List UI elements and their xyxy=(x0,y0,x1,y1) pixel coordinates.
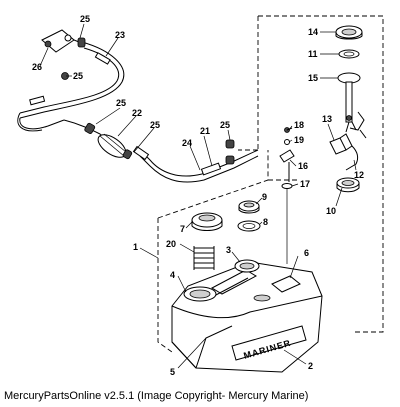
hose-sleeve xyxy=(94,52,111,65)
callout-25: 25 xyxy=(150,120,160,130)
tank-dashed-box xyxy=(157,150,300,353)
callout-7: 7 xyxy=(180,224,185,234)
callout-6: 6 xyxy=(304,248,309,258)
fuel-tank-exploded-diagram: MARINER 25 23 26 xyxy=(17,14,384,377)
callout-5: 5 xyxy=(170,367,175,377)
hose-sleeve xyxy=(200,162,222,176)
primer-bulb-22 xyxy=(84,122,133,160)
float-arm-12 xyxy=(345,129,367,171)
callout-10: 10 xyxy=(326,206,336,216)
callout-9: 9 xyxy=(262,192,267,202)
upper-right-dashed-box xyxy=(238,15,384,333)
callout-17: 17 xyxy=(300,179,310,189)
callout-4: 4 xyxy=(170,270,175,280)
fill-cap-7 xyxy=(191,212,223,231)
hose-sleeve xyxy=(132,145,150,161)
gauge-ring-14 xyxy=(335,25,363,40)
callout-11: 11 xyxy=(308,49,318,59)
hose-clamp-25-top xyxy=(77,37,86,48)
hose-clamp-25-right xyxy=(225,139,235,165)
fitting-16 xyxy=(279,149,295,182)
callout-8: 8 xyxy=(263,217,268,227)
callout-12: 12 xyxy=(354,170,364,180)
callout-25: 25 xyxy=(220,120,230,130)
fuel-hose-23 xyxy=(19,41,125,119)
o-ring-17 xyxy=(281,183,293,264)
callout-15: 15 xyxy=(308,73,318,83)
screw-18 xyxy=(284,127,293,133)
callout-21: 21 xyxy=(200,126,210,136)
callout-19: 19 xyxy=(294,135,304,145)
callout-14: 14 xyxy=(308,27,318,37)
float-13 xyxy=(329,133,353,155)
callout-25: 25 xyxy=(80,14,90,24)
callouts: 25 23 26 25 25 22 25 21 25 24 14 11 15 1… xyxy=(32,14,364,377)
spring-20 xyxy=(193,246,215,270)
callout-18: 18 xyxy=(294,120,304,130)
washer-19 xyxy=(284,139,290,145)
vent-cap-9 xyxy=(238,200,260,214)
gasket-8 xyxy=(237,220,261,232)
callout-22: 22 xyxy=(132,108,142,118)
callout-1: 1 xyxy=(133,242,138,252)
fuel-hose-24 xyxy=(17,95,259,183)
callout-23: 23 xyxy=(115,30,125,40)
callout-2: 2 xyxy=(308,361,313,371)
callout-16: 16 xyxy=(298,161,308,171)
callout-24: 24 xyxy=(182,138,192,148)
fuel-gauge-15 xyxy=(337,72,365,133)
image-caption: MercuryPartsOnline v2.5.1 (Image Copyrig… xyxy=(4,390,309,402)
gasket-10 xyxy=(336,177,360,193)
leader-lines xyxy=(39,23,357,369)
fuel-tank-2: MARINER xyxy=(171,259,323,373)
hose-sleeve xyxy=(29,95,46,106)
callout-25: 25 xyxy=(116,98,126,108)
callout-20: 20 xyxy=(166,239,176,249)
gasket-11 xyxy=(338,49,360,59)
callout-25: 25 xyxy=(73,71,83,81)
callout-3: 3 xyxy=(226,245,231,255)
callout-26: 26 xyxy=(32,62,42,72)
callout-13: 13 xyxy=(322,114,332,124)
